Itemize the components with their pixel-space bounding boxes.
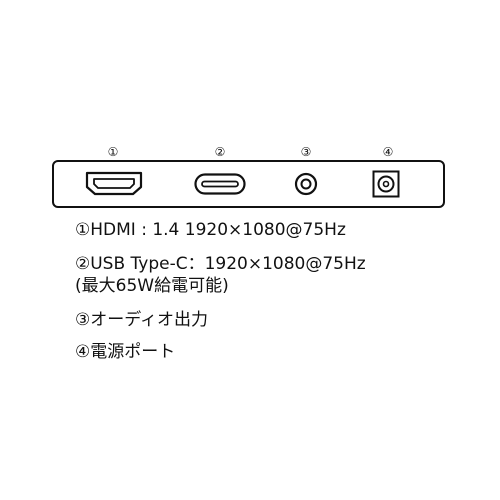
port-number-usbc: ② [214, 145, 226, 159]
spec-power-port: ④電源ポート [75, 342, 176, 362]
usb-c-port-icon [194, 173, 246, 195]
port-number-hdmi: ① [107, 145, 119, 159]
port-number-audio: ③ [300, 145, 312, 159]
rear-panel [52, 160, 445, 208]
hdmi-port-icon [85, 171, 143, 196]
spec-usb-c: ②USB Type-C：1920×1080@75Hz [75, 254, 366, 274]
port-number-power: ④ [382, 145, 394, 159]
spec-hdmi: ①HDMI : 1.4 1920×1080@75Hz [75, 220, 346, 240]
spec-usb-c-power-delivery: (最大65W給電可能) [75, 276, 229, 296]
spec-audio-out: ③オーディオ出力 [75, 310, 209, 330]
dc-power-port-icon [372, 170, 400, 198]
audio-jack-icon [294, 172, 318, 196]
